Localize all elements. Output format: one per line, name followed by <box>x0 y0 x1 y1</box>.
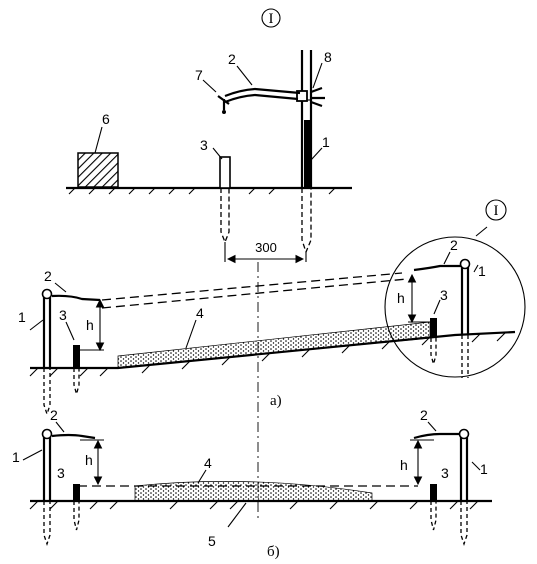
fig-b-left-bar-label: 2 <box>50 407 58 423</box>
fig-a-callout-marker: I <box>494 203 499 219</box>
clamp-leader <box>312 62 323 89</box>
fig-b-left-stake <box>73 484 80 501</box>
rod-label: 1 <box>322 134 330 150</box>
fig-b-left-bar <box>51 433 96 440</box>
detail-view: I 6 3 1 8 2 7 <box>66 8 352 264</box>
fig-b-right-bar <box>413 432 459 440</box>
fig-a-bar <box>51 294 101 302</box>
plumb <box>217 95 230 110</box>
block <box>77 152 119 188</box>
detail-marker-text: I <box>269 11 274 27</box>
fig-a-rod <box>42 292 52 368</box>
fig-b-left-rod-label: 1 <box>12 449 20 465</box>
fig-a-sightline-lower <box>101 278 408 309</box>
figure-b: 4 5 1 2 3 h 1 2 3 h <box>12 407 492 560</box>
short-stake-leader <box>212 147 223 160</box>
fig-b-fill-layer <box>134 481 373 502</box>
fig-a-callout-stake-label: 3 <box>440 287 448 303</box>
fig-b-fill-label: 4 <box>204 455 212 471</box>
sighting-bar-label: 2 <box>228 51 236 67</box>
fig-a-fill-layer <box>117 321 431 369</box>
dimension-value: 300 <box>255 240 277 255</box>
fig-a-ground-hatch <box>29 332 506 377</box>
detail-marker: I <box>261 8 281 28</box>
rod <box>300 50 313 188</box>
fig-a-fill-label: 4 <box>196 305 204 321</box>
fig-b-caption: б) <box>267 544 280 560</box>
short-stake-label: 3 <box>200 137 208 153</box>
figure-a: 4 1 2 3 h а) I <box>18 199 526 520</box>
fig-b-left-height-label: h <box>85 452 93 468</box>
fig-a-stake <box>73 345 80 368</box>
sighting-bar-leader <box>236 65 253 86</box>
fig-b-right-stake <box>430 484 437 501</box>
short-stake-buried <box>220 188 230 244</box>
plumb-leader <box>202 79 217 93</box>
fig-b-left-stake-label: 3 <box>57 465 65 481</box>
clamp <box>296 90 308 102</box>
fig-b-ground-hatch <box>29 500 479 510</box>
fig-b-base-label: 5 <box>208 533 216 549</box>
detail-ground-hatch <box>68 187 336 195</box>
fig-a-sightline-upper <box>101 272 403 301</box>
clamp-screw <box>310 86 325 108</box>
fig-a-stake-label: 3 <box>59 307 67 323</box>
plumb-label: 7 <box>195 67 203 83</box>
fig-b-right-rod <box>459 432 469 501</box>
fig-a-rod-label: 1 <box>18 309 26 325</box>
fig-b-base-leader <box>227 502 247 528</box>
dimension-extension <box>224 242 307 262</box>
fig-a-caption: а) <box>270 393 282 409</box>
block-leader <box>94 126 103 154</box>
fig-b-right-rod-label: 1 <box>480 461 488 477</box>
fig-a-callout-rod-label: 1 <box>478 263 486 279</box>
clamp-label: 8 <box>324 49 332 65</box>
fig-b-right-height-label: h <box>400 457 408 473</box>
fig-a-height-label: h <box>86 317 94 333</box>
rod-lower-section <box>304 120 310 188</box>
fig-b-right-bar-label: 2 <box>420 407 428 423</box>
fig-a-callout: I 1 2 3 h <box>384 199 526 378</box>
short-stake <box>219 156 231 189</box>
sighting-bar <box>224 87 301 104</box>
fig-a-callout-bar-label: 2 <box>450 237 458 253</box>
rod-buried <box>301 188 312 254</box>
fig-a-bar-label: 2 <box>44 268 52 284</box>
fig-b-left-rod <box>42 432 52 501</box>
fig-a-callout-height-label: h <box>397 290 405 306</box>
fig-b-right-stake-label: 3 <box>441 465 449 481</box>
fig-a-fill-leader <box>185 319 197 349</box>
block-label: 6 <box>102 111 110 127</box>
rod-leader <box>310 147 323 161</box>
